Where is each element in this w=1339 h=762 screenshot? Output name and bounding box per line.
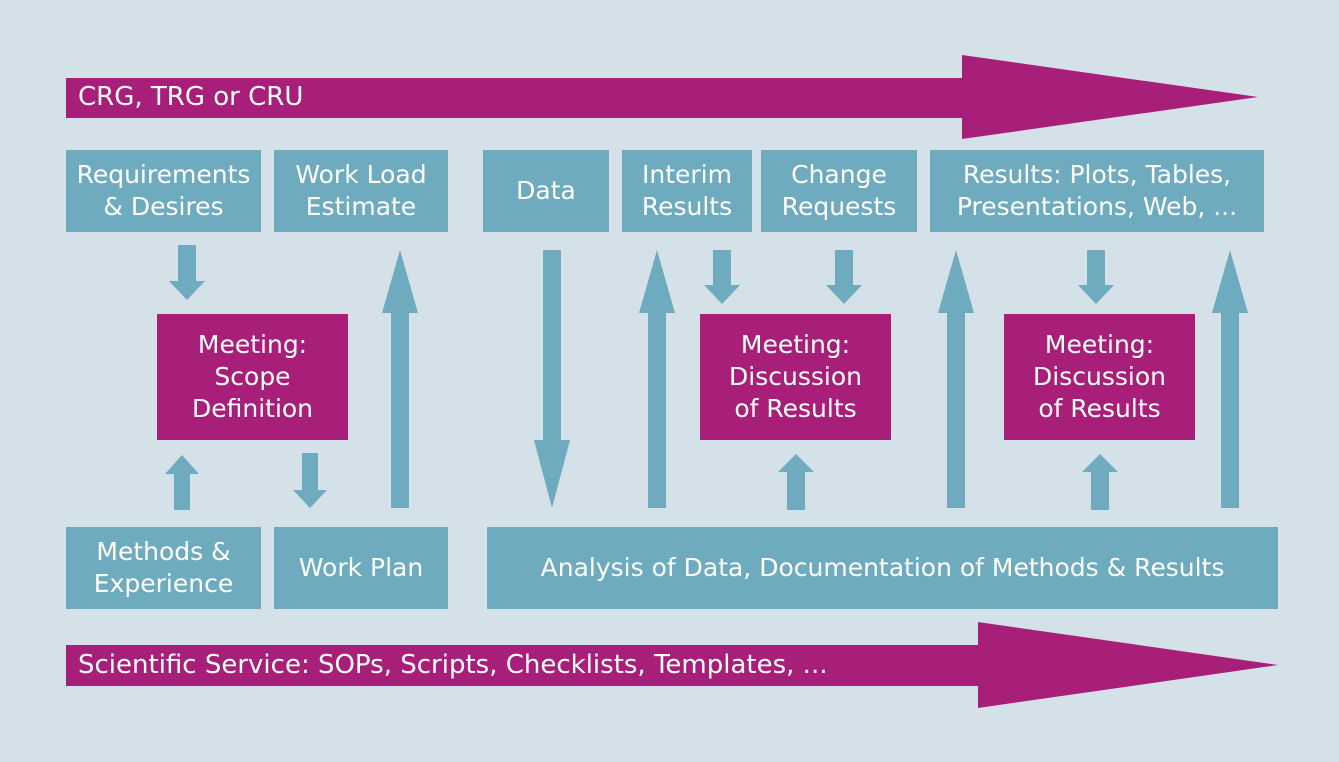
results-box: Results: Plots, Tables, Presentations, W…	[930, 150, 1264, 232]
change-requests-box: Change Requests	[761, 150, 917, 232]
arrow-scope-to-workplan	[293, 453, 327, 508]
arrow-analysis-to-discussion2	[1082, 454, 1118, 510]
bottom-banner-label: Scientific Service: SOPs, Scripts, Check…	[78, 650, 828, 680]
arrow-analysis-to-results-1	[938, 250, 974, 508]
meeting-discussion-results-2: Meeting: Discussion of Results	[1004, 314, 1195, 440]
analysis-documentation-box: Analysis of Data, Documentation of Metho…	[487, 527, 1278, 609]
requirements-box: Requirements & Desires	[66, 150, 261, 232]
bottom-banner-arrow	[66, 622, 1278, 708]
meeting-scope-definition: Meeting: Scope Definition	[157, 314, 348, 440]
arrow-analysis-to-discussion1	[778, 454, 814, 510]
arrow-methods-to-scope	[165, 455, 199, 510]
arrow-workplan-to-estimate	[382, 250, 418, 508]
arrow-results-to-discussion2	[1078, 250, 1114, 304]
arrow-analysis-to-results-2	[1212, 250, 1248, 508]
arrow-analysis-to-interim	[639, 250, 675, 508]
meeting-discussion-results-1: Meeting: Discussion of Results	[700, 314, 891, 440]
data-box: Data	[483, 150, 609, 232]
top-banner-label: CRG, TRG or CRU	[78, 82, 304, 112]
work-plan-box: Work Plan	[274, 527, 448, 609]
arrow-change-to-discussion1	[826, 250, 862, 304]
top-banner-arrow	[66, 55, 1258, 139]
arrow-interim-to-discussion1	[704, 250, 740, 304]
methods-experience-box: Methods & Experience	[66, 527, 261, 609]
workload-estimate-box: Work Load Estimate	[274, 150, 448, 232]
interim-results-box: Interim Results	[622, 150, 752, 232]
arrow-requirements-to-scope	[169, 245, 205, 300]
arrow-data-to-analysis	[534, 250, 570, 508]
